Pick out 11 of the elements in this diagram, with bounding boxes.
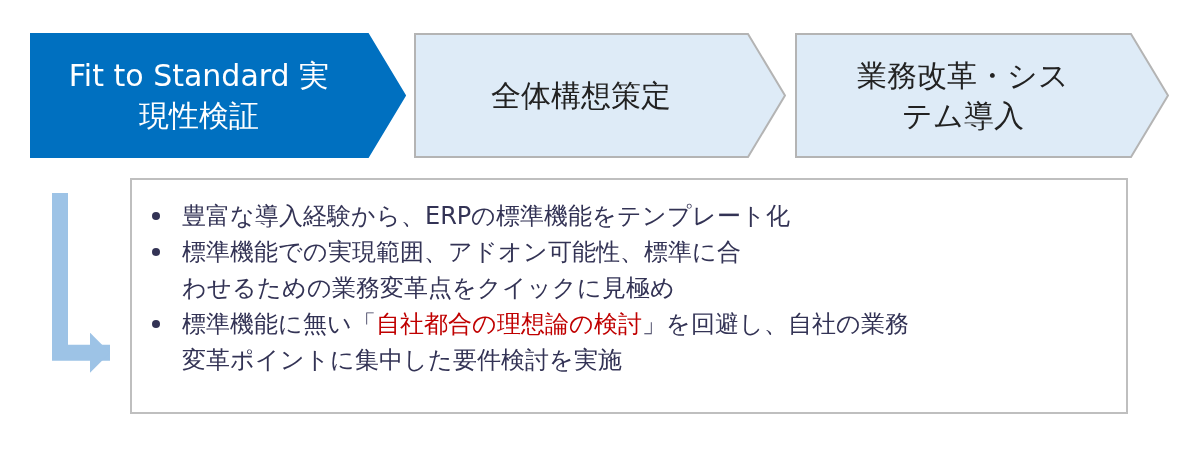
step-label: 業務改革・システム導入 (856, 56, 1070, 135)
bullet-text: 標準機能に無い「自社都合の理想論の検討」を回避し、自社の業務変革ポイントに集中した要件検討を実施 (182, 310, 909, 374)
step-label: 全体構想策定 (491, 76, 671, 115)
bullet-text: 豊富な導入経験から、ERPの標準機能をテンプレート化 (182, 202, 791, 230)
chevron-step (30, 33, 406, 158)
bullet-text: 標準機能での実現範囲、アドオン可能性、標準に合わせるための業務変革点をクイックに見極め (182, 238, 741, 302)
text-box (130, 178, 1128, 414)
chevron-step (414, 33, 786, 158)
step-label: Fit to Standard 実現性検証 (67, 56, 331, 135)
l-shaped-arrow (52, 193, 110, 373)
chevron-step (795, 33, 1169, 158)
